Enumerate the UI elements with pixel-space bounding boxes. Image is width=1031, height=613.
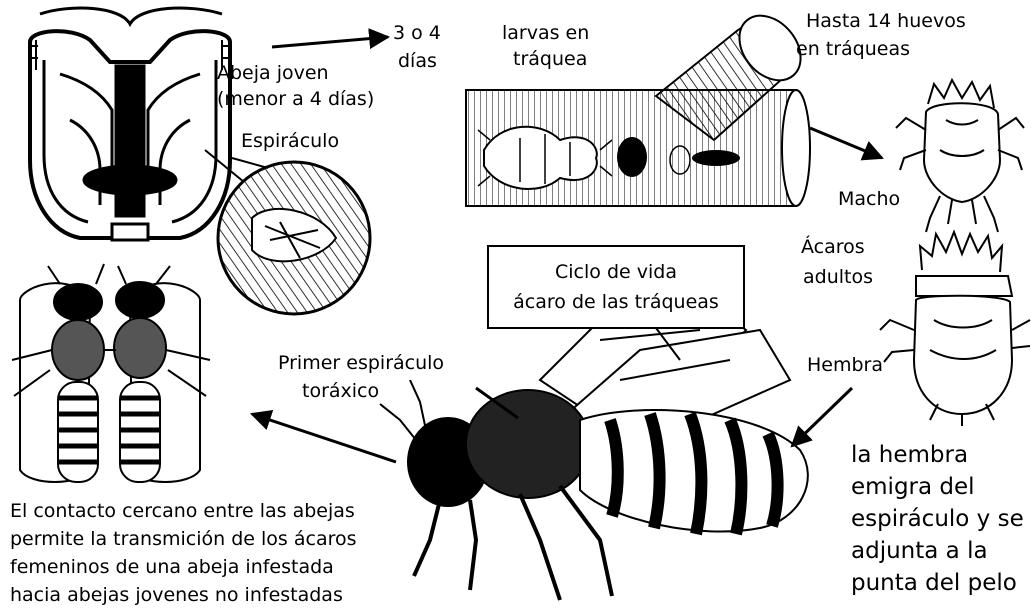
label-eggs-1: Hasta 14 huevos — [806, 10, 966, 34]
label-contact-4: hacia abejas jovenes no infestadas — [10, 584, 343, 608]
label-female-migrates-4: adjunta a la — [851, 536, 988, 568]
arrow-to-male — [810, 128, 882, 158]
title-line-2: ácaro de las tráqueas — [489, 291, 743, 313]
arrow-to-bee — [792, 388, 852, 446]
arrow-to-days — [272, 37, 388, 47]
label-female-migrates-1: la hembra — [851, 440, 968, 472]
label-contact-1: El contacto cercano entre las abejas — [10, 500, 355, 524]
label-eggs-2: en tráqueas — [796, 38, 910, 62]
label-days-1: 3 o 4 — [393, 22, 441, 46]
label-male: Macho — [838, 188, 900, 212]
label-first-spiracle-2: toráxico — [302, 380, 379, 404]
label-young-bee-1: Abeja joven — [217, 62, 329, 86]
label-contact-2: permite la transmición de los ácaros — [10, 528, 357, 552]
title-line-1: Ciclo de vida — [489, 261, 743, 283]
young-bee-thorax-illustration — [28, 8, 232, 240]
label-young-bee-2: (menor a 4 días) — [217, 88, 374, 112]
label-days-2: días — [398, 50, 437, 74]
female-mite-illustration — [880, 232, 1030, 426]
label-adults-2: adultos — [803, 266, 873, 290]
label-first-spiracle-1: Primer espiráculo — [278, 352, 444, 376]
male-mite-illustration — [896, 80, 1024, 232]
arrow-to-young-bees — [252, 414, 396, 462]
label-larvae-1: larvas en — [502, 22, 589, 46]
label-female: Hembra — [807, 354, 883, 378]
label-adults-1: Ácaros — [801, 236, 865, 260]
bees-in-contact-illustration — [12, 264, 210, 482]
title-box: Ciclo de vida ácaro de las tráqueas — [487, 245, 745, 329]
label-contact-3: femeninos de una abeja infestada — [10, 556, 334, 580]
adult-bee-illustration — [380, 296, 808, 600]
label-larvae-2: tráquea — [513, 48, 587, 72]
label-female-migrates-3: espiráculo y se — [851, 504, 1024, 536]
label-female-migrates-5: punta del pelo — [851, 568, 1017, 600]
label-female-migrates-2: emigra del — [851, 472, 975, 504]
label-spiracle: Espiráculo — [241, 130, 339, 154]
